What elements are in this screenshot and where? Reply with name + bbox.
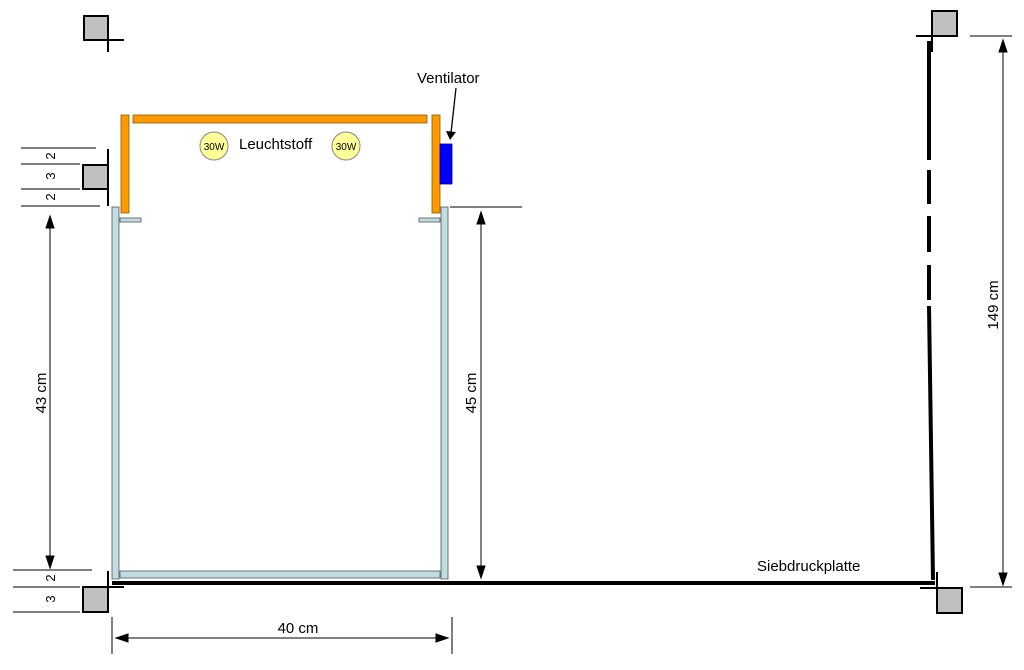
right-vertical-board xyxy=(927,41,935,581)
dimension-small-top xyxy=(21,147,100,207)
corner-bracket-bottom-right xyxy=(920,572,963,614)
glass-box xyxy=(111,206,449,580)
dim-bottom-2: 2 xyxy=(43,574,58,581)
dim-top-2a: 2 xyxy=(43,152,58,159)
siebdruckplatte-label: Siebdruckplatte xyxy=(757,558,860,575)
dim-40cm-label: 40 cm xyxy=(278,620,319,637)
dimension-40cm xyxy=(111,617,453,654)
ventilator-arrowhead xyxy=(446,131,456,140)
lamp-left: 30W xyxy=(199,131,229,161)
dimension-small-bottom xyxy=(13,569,92,613)
dimension-149cm xyxy=(970,35,1012,588)
ventilator-fan xyxy=(439,143,453,185)
corner-bracket-bottom-left xyxy=(82,571,124,613)
dim-top-2b: 2 xyxy=(43,193,58,200)
wall-bracket-left xyxy=(82,149,109,206)
lamp-right: 30W xyxy=(331,131,361,161)
ventilator-arrow xyxy=(450,87,457,134)
corner-bracket-top-right xyxy=(916,10,958,52)
dim-45cm-label: 45 cm xyxy=(463,373,480,414)
dim-149cm-label: 149 cm xyxy=(985,280,1002,329)
lamp-housing xyxy=(120,114,441,214)
leuchtstoff-label: Leuchtstoff xyxy=(239,136,313,153)
dim-43cm-label: 43 cm xyxy=(33,373,50,414)
dim-top-3: 3 xyxy=(43,172,58,179)
dimension-43cm xyxy=(45,214,55,570)
ventilator-label: Ventilator xyxy=(417,70,480,87)
dimension-45cm xyxy=(450,206,522,580)
lamp-left-label: 30W xyxy=(204,142,225,153)
lamp-right-label: 30W xyxy=(336,142,357,153)
corner-bracket-top-left xyxy=(83,15,124,52)
dim-bottom-3: 3 xyxy=(43,595,58,602)
